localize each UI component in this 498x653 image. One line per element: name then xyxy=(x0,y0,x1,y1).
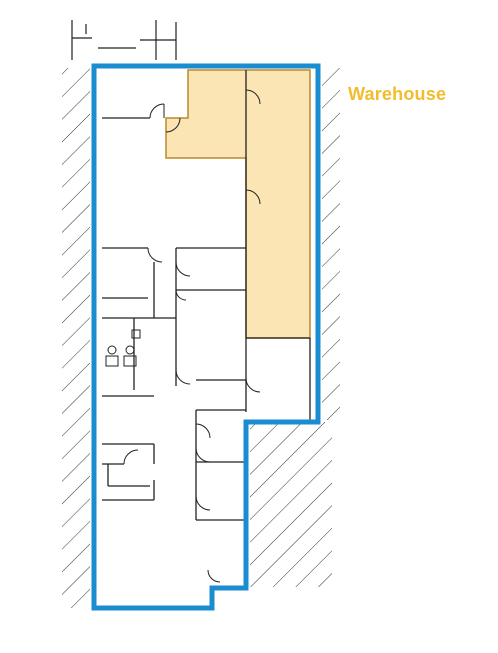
warehouse-area xyxy=(165,69,311,339)
door-swings xyxy=(123,89,261,583)
leased-space-boundary xyxy=(91,63,321,611)
restroom-fixtures xyxy=(105,329,141,367)
hatched-area-right-lower xyxy=(250,422,332,587)
warehouse-label: Warehouse xyxy=(348,84,447,104)
interior-walls xyxy=(102,70,311,521)
hatched-area-left xyxy=(62,68,90,608)
hatched-area-right-upper xyxy=(322,68,340,420)
entry-stubs xyxy=(71,20,177,60)
